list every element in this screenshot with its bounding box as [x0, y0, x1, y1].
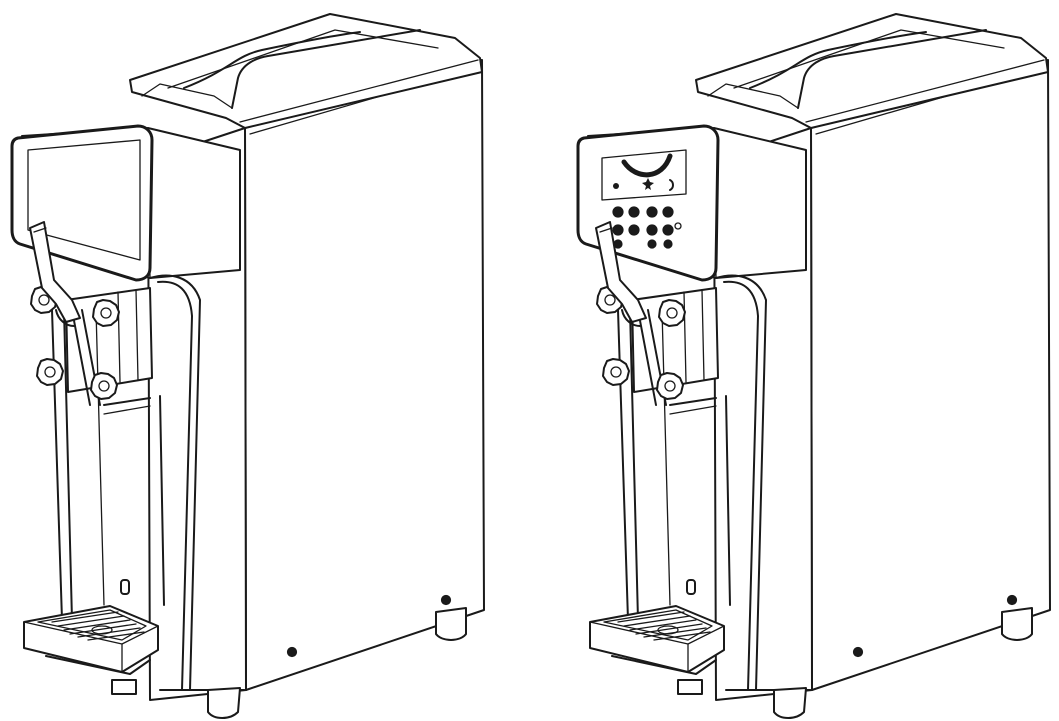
machine-touchscreen-variant [10, 13, 485, 719]
touchscreen-panel [10, 124, 154, 282]
button-control-panel [576, 124, 720, 282]
machine-button-panel-variant [576, 13, 1051, 719]
control-buttons [612, 206, 682, 249]
